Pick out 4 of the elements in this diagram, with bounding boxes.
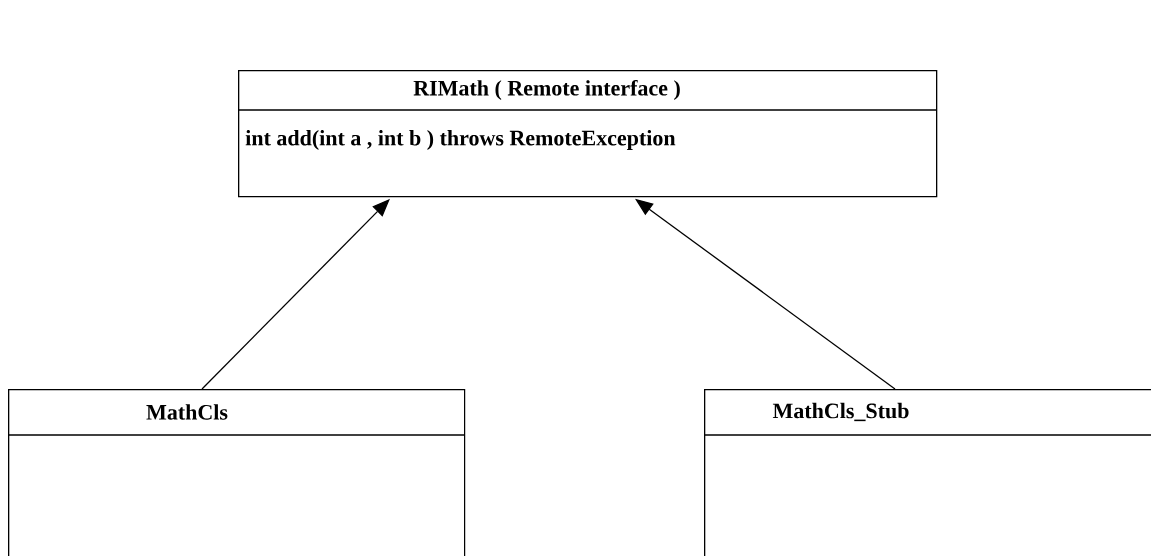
class-name: MathCls [146,404,228,420]
class-name: MathCls_Stub [772,402,909,422]
class-name: RIMath ( Remote interface ) [413,79,680,101]
method-signature: int add(int a , int b ) throws RemoteException [245,130,676,150]
